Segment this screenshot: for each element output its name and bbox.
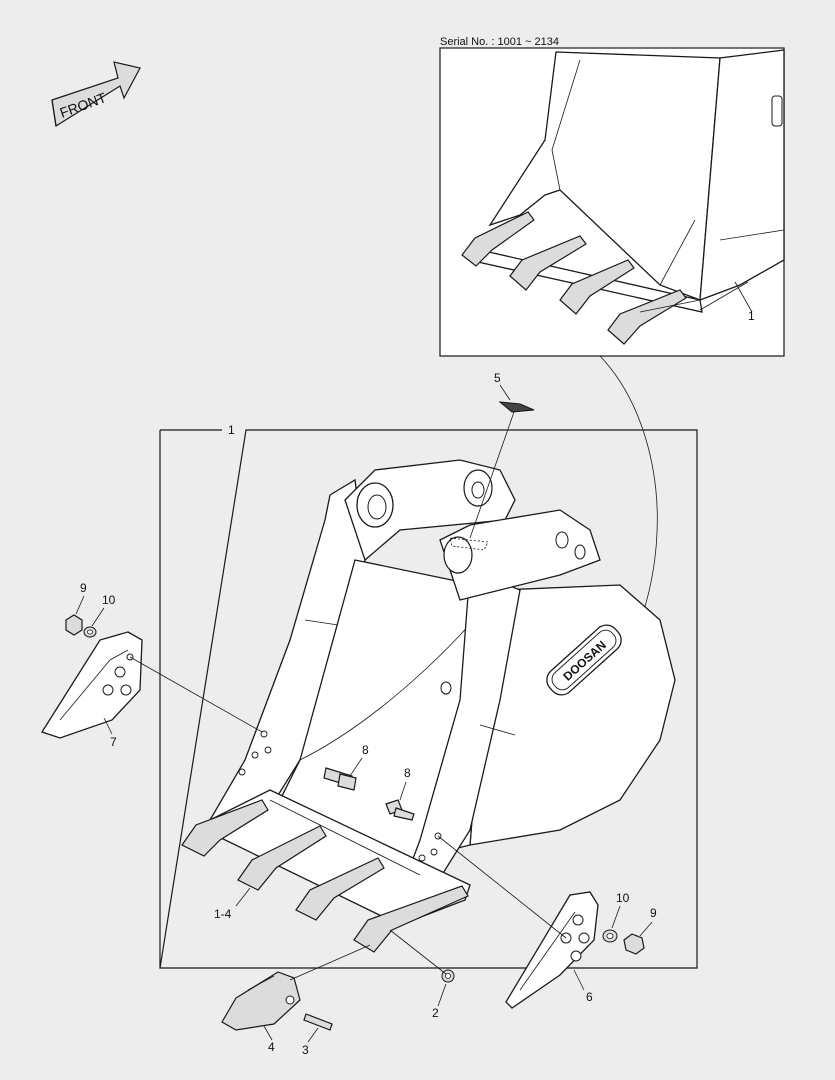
side-cutter-right-part-6: [505, 891, 599, 1009]
bolt-part-8-right: [385, 799, 415, 821]
callout-10-right: 10: [616, 891, 630, 905]
callout-9-left: 9: [80, 581, 87, 595]
callout-10-left: 10: [102, 593, 116, 607]
tooth-point-part-4: [221, 971, 301, 1031]
doosan-logo-plate: DOOSAN: [546, 624, 622, 696]
frame-label: 1: [228, 423, 235, 437]
nut-part-9-left: [65, 614, 83, 636]
callout-labels: 5 9 10 7 8 8 1-4 10 9 6 2 4 3: [75, 371, 657, 1057]
callout-8-left: 8: [362, 743, 369, 757]
callout-7: 7: [110, 735, 117, 749]
decal-part-5: [498, 401, 535, 413]
side-cutter-left-part-7: [41, 631, 143, 739]
callout-5: 5: [494, 371, 501, 385]
inset-serial-text: Serial No. : 1001 ~ 2134: [440, 36, 559, 48]
main-assembly-frame: 1: [159, 423, 698, 969]
serial-inset: Serial No. : 1001 ~ 2134 1: [439, 36, 785, 357]
callout-2: 2: [432, 1006, 439, 1020]
teeth-set: [181, 799, 469, 953]
front-arrow-icon: FRONT: [51, 61, 141, 127]
bolt-part-8-left: [323, 767, 357, 791]
callout-8-right: 8: [404, 766, 411, 780]
callout-4: 4: [268, 1040, 275, 1054]
callout-6: 6: [586, 990, 593, 1004]
bucket-body: [208, 459, 676, 926]
nut-part-9-right: [623, 933, 645, 955]
pin-part-3: [303, 1013, 333, 1031]
callout-3: 3: [302, 1043, 309, 1057]
callout-9-right: 9: [650, 906, 657, 920]
callout-1-4: 1-4: [214, 907, 232, 921]
inset-part-label: 1: [748, 309, 755, 323]
